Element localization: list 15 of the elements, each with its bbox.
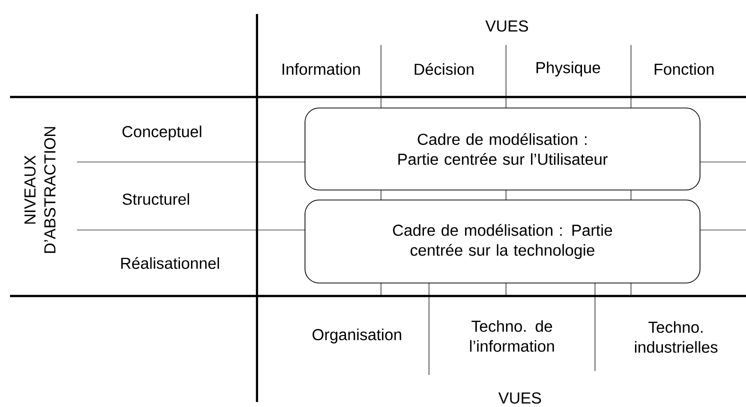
column-header: Physique — [536, 62, 600, 76]
column-header: Organisation — [312, 328, 402, 344]
row-label: Structurel — [122, 193, 190, 205]
framework-box: Cadre de modélisation : Partie centrée sur la technologie — [304, 200, 700, 284]
column-header: Information — [282, 63, 360, 75]
row-label: Conceptuel — [122, 126, 202, 140]
column-header: Fonction — [654, 63, 714, 75]
framework-box: Cadre de modélisation : Partie centrée sur l’Utilisateur — [304, 108, 700, 190]
column-header: Techno. industrielles — [634, 321, 718, 353]
axis-title: NIVEAUX D’ABSTRACTION — [24, 127, 56, 253]
column-header: Décision — [414, 63, 474, 75]
axis-title: VUES — [498, 392, 541, 404]
row-label: Réalisationnel — [121, 257, 219, 269]
axis-title: VUES — [485, 20, 528, 32]
column-header: Techno. de l’information — [470, 320, 554, 352]
